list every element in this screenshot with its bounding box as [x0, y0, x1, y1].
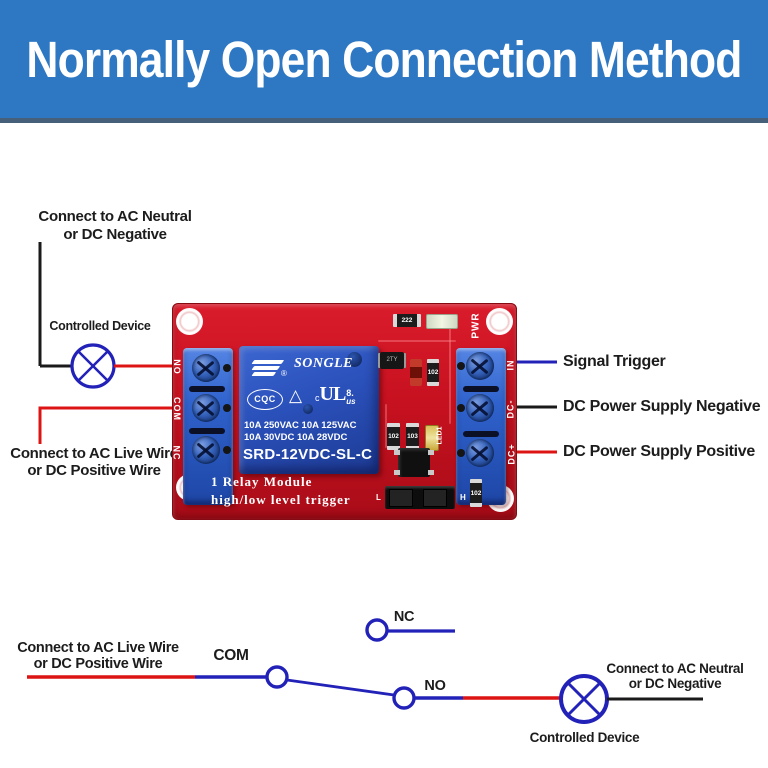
registered-mark: ®	[281, 369, 287, 378]
switch-arm	[286, 678, 395, 697]
ul-mark: c UL 8. us	[315, 383, 356, 406]
triangle-mark: △	[289, 386, 303, 405]
schematic-neutral-line2: or DC Negative	[628, 676, 722, 691]
relay-ratings-2: 10A 30VDC 10A 28VDC	[244, 432, 348, 443]
smd-resistor-102: 102	[387, 423, 400, 450]
wire-entry	[457, 404, 465, 412]
schematic-live-line1: Connect to AC Live Wire	[17, 640, 179, 656]
relay-brand: SONGLE	[294, 356, 354, 371]
power-led	[426, 314, 458, 329]
label-pwr: PWR	[470, 312, 482, 339]
live-label-line1: Connect to AC Live Wire	[10, 445, 178, 462]
mode-jumper	[385, 486, 455, 509]
pcb-trace	[378, 340, 456, 342]
diode	[410, 359, 422, 386]
output-terminal-block	[183, 348, 233, 505]
no-label: NO	[424, 678, 446, 694]
relay-module-board: NO COM NC IN DC- DC+ PWR ® SONGLE CQC △ …	[172, 303, 517, 520]
signal-trigger-label: Signal Trigger	[563, 353, 666, 370]
wire-entry	[457, 362, 465, 370]
dc-positive-label: DC Power Supply Positive	[563, 443, 755, 460]
label-led1: LED1	[436, 426, 444, 445]
smd-resistor-103: 103	[406, 423, 419, 450]
songle-logo	[251, 357, 285, 378]
controlled-device-label-top: Controlled Device	[49, 319, 151, 333]
smd-resistor-222: 222	[393, 314, 421, 327]
label-no: NO	[171, 359, 182, 375]
page-title: Normally Open Connection Method	[26, 30, 742, 88]
relay-hole	[303, 404, 313, 414]
mounting-hole	[176, 308, 203, 335]
wire-entry	[223, 364, 231, 372]
schematic-live-label: Connect to AC Live Wire or DC Positive W…	[6, 640, 190, 672]
neutral-connection-label: Connect to AC Neutral or DC Negative	[24, 208, 206, 244]
lamp2-cross-2	[566, 681, 602, 717]
nc-terminal-symbol	[365, 618, 389, 642]
terminal-screw-in	[466, 352, 494, 380]
cqc-mark: CQC	[247, 389, 283, 410]
terminal-screw-dcplus	[466, 439, 494, 467]
com-wire	[38, 406, 205, 444]
input-terminal-block	[456, 348, 506, 505]
silkscreen-line2: high/low level trigger	[211, 492, 351, 507]
pcb-trace	[385, 404, 387, 448]
wire-entry	[457, 449, 465, 457]
label-dc-minus: DC-	[505, 399, 516, 419]
label-in: IN	[505, 359, 516, 371]
relay-ratings-1: 10A 250VAC 10A 125VAC	[244, 420, 357, 431]
wire-entry	[223, 446, 231, 454]
dc-negative-label: DC Power Supply Negative	[563, 398, 761, 415]
terminal-screw-nc	[192, 436, 220, 464]
terminal-slot	[189, 386, 225, 392]
neutral-label-line2: or DC Negative	[63, 226, 167, 243]
live-connection-label: Connect to AC Live Wire or DC Positive W…	[8, 445, 180, 479]
terminal-slot	[463, 386, 499, 392]
schematic-neutral-label: Connect to AC Neutral or DC Negative	[596, 661, 754, 691]
optocoupler	[394, 448, 434, 477]
smd-resistor-102: 102	[470, 479, 482, 507]
jumper-label-l: L	[376, 493, 381, 502]
smd-resistor-102: 102	[427, 359, 439, 386]
label-nc: NC	[171, 445, 182, 461]
jumper-label-h: H	[460, 493, 466, 502]
lamp-cross-2	[77, 350, 109, 382]
com-label: COM	[213, 647, 249, 664]
terminal-screw-com	[192, 394, 220, 422]
schematic-live-line2: or DC Positive Wire	[33, 656, 163, 672]
terminal-slot	[189, 428, 225, 434]
pcb-trace	[449, 324, 451, 424]
com-terminal-symbol	[265, 665, 289, 689]
no-terminal-symbol	[392, 686, 416, 710]
terminal-screw-no	[192, 354, 220, 382]
live-label-line2: or DC Positive Wire	[27, 462, 161, 479]
silkscreen-line1: 1 Relay Module	[211, 474, 313, 489]
mounting-hole	[486, 308, 513, 335]
terminal-screw-dcminus	[466, 394, 494, 422]
schematic-neutral-line1: Connect to AC Neutral	[606, 661, 744, 676]
relay-model: SRD-12VDC-SL-C	[243, 446, 373, 463]
title-banner: Normally Open Connection Method	[0, 0, 768, 123]
transistor: 2TY	[380, 352, 404, 369]
terminal-slot	[463, 431, 499, 437]
controlled-device-label-bottom: Controlled Device	[529, 730, 640, 745]
label-dc-plus: DC+	[506, 443, 517, 465]
relay: ® SONGLE CQC △ c UL 8. us 10A 250VAC 10A…	[239, 346, 379, 474]
nc-label: NC	[393, 609, 415, 625]
relay-hole	[347, 352, 362, 367]
wire-entry	[223, 404, 231, 412]
label-com: COM	[172, 397, 182, 421]
neutral-label-line1: Connect to AC Neutral	[38, 208, 192, 225]
